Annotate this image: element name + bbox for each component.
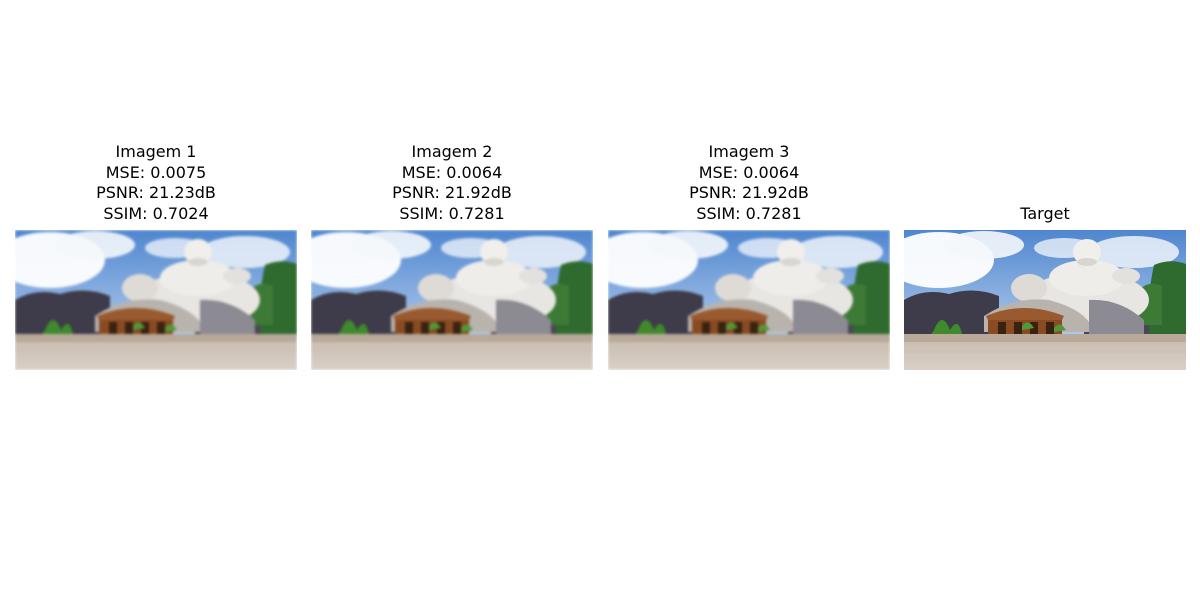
panel-title: Imagem 1 MSE: 0.0075 PSNR: 21.23dB SSIM:… (15, 142, 297, 224)
reconstructed-image (608, 230, 890, 370)
panel-title: Target (904, 204, 1186, 225)
title-line-psnr: PSNR: 21.23dB (96, 183, 216, 202)
title-line-ssim: SSIM: 0.7281 (696, 203, 802, 223)
title-line-name: Imagem 2 (411, 142, 493, 161)
title-line-ssim: SSIM: 0.7281 (399, 203, 505, 223)
title-line-name: Imagem 1 (115, 142, 197, 161)
reconstructed-image (311, 230, 593, 370)
title-line-ssim: SSIM: 0.7024 (103, 203, 209, 223)
target-image (904, 230, 1186, 370)
panel-imagem-1: Imagem 1 MSE: 0.0075 PSNR: 21.23dB SSIM:… (15, 0, 297, 600)
panel-title: Imagem 3 MSE: 0.0064 PSNR: 21.92dB SSIM:… (608, 142, 890, 224)
title-line-mse: MSE: 0.0064 (401, 162, 503, 182)
panel-imagem-2: Imagem 2 MSE: 0.0064 PSNR: 21.92dB SSIM:… (311, 0, 593, 600)
title-line-mse: MSE: 0.0064 (698, 162, 800, 182)
title-line-name: Imagem 3 (708, 142, 790, 161)
reconstructed-image (15, 230, 297, 370)
title-line-psnr: PSNR: 21.92dB (689, 183, 809, 202)
title-line-mse: MSE: 0.0075 (105, 162, 207, 182)
panel-target: Target (904, 0, 1186, 600)
panel-title: Imagem 2 MSE: 0.0064 PSNR: 21.92dB SSIM:… (311, 142, 593, 224)
panel-imagem-3: Imagem 3 MSE: 0.0064 PSNR: 21.92dB SSIM:… (608, 0, 890, 600)
title-line-psnr: PSNR: 21.92dB (392, 183, 512, 202)
title-line-name: Target (1020, 203, 1070, 223)
